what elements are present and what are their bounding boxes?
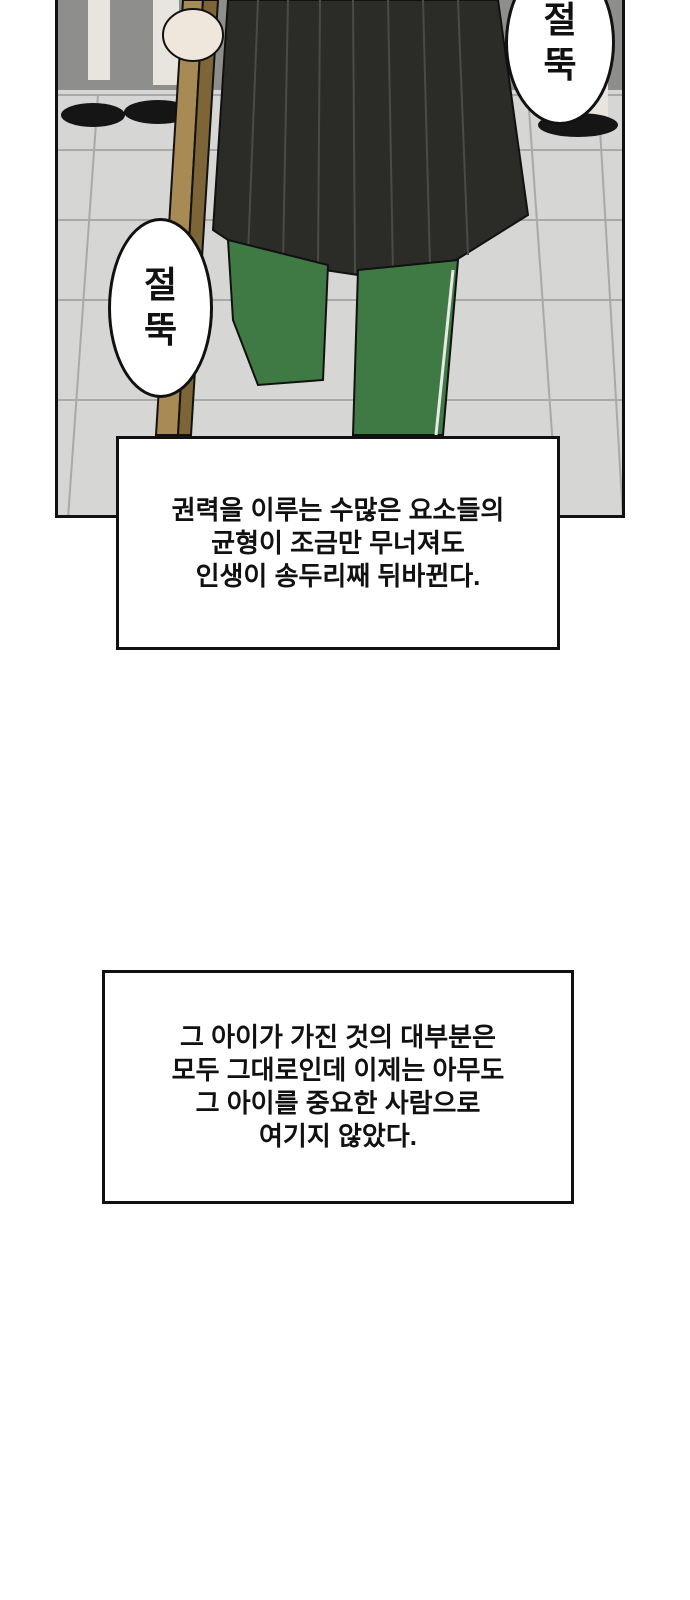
sfx-text-left: 절 뚝 — [143, 264, 178, 351]
narration-text-2: 그 아이가 가진 것의 대부분은 모두 그대로인데 이제는 아무도 그 아이를 … — [171, 1022, 505, 1151]
green-pants — [226, 238, 460, 436]
narration-text-1: 권력을 이루는 수많은 요소들의 균형이 조금만 무너져도 인생이 송두리째 뒤… — [171, 494, 505, 591]
pleated-skirt — [211, 0, 530, 277]
sfx-bubble-left: 절 뚝 — [108, 218, 213, 398]
hand — [162, 8, 224, 62]
sfx-text-top: 절 뚝 — [543, 0, 577, 86]
narration-box-2: 그 아이가 가진 것의 대부분은 모두 그대로인데 이제는 아무도 그 아이를 … — [102, 970, 574, 1204]
narration-box-1: 권력을 이루는 수많은 요소들의 균형이 조금만 무너져도 인생이 송두리째 뒤… — [116, 436, 560, 650]
